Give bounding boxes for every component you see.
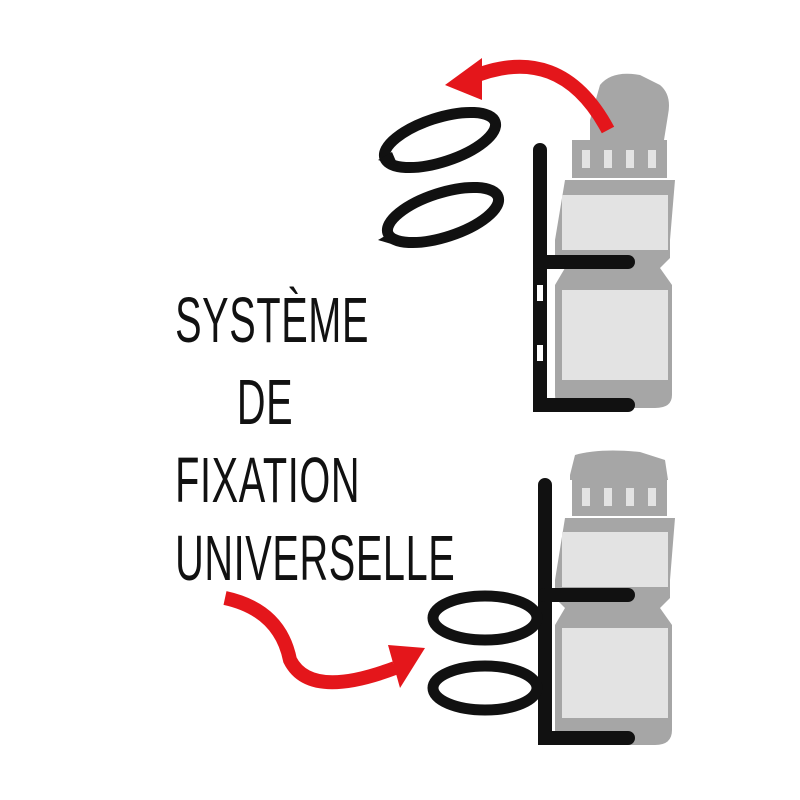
attached-straps (427, 590, 543, 716)
title-line-3: FIXATION (175, 444, 361, 516)
attach-arrow (223, 591, 398, 690)
top-cage (533, 143, 635, 412)
title-line-1: SYSTÈME (175, 284, 370, 356)
top-bottle (555, 73, 675, 408)
remove-arrow (467, 59, 615, 134)
bottom-bottle (555, 450, 675, 745)
title-line-2: DE (236, 366, 294, 438)
loose-straps (378, 106, 505, 249)
bottom-cage (538, 478, 635, 745)
remove-arrowhead (445, 58, 482, 100)
title-line-4: UNIVERSELLE (175, 522, 456, 594)
attach-arrowhead (388, 645, 425, 688)
